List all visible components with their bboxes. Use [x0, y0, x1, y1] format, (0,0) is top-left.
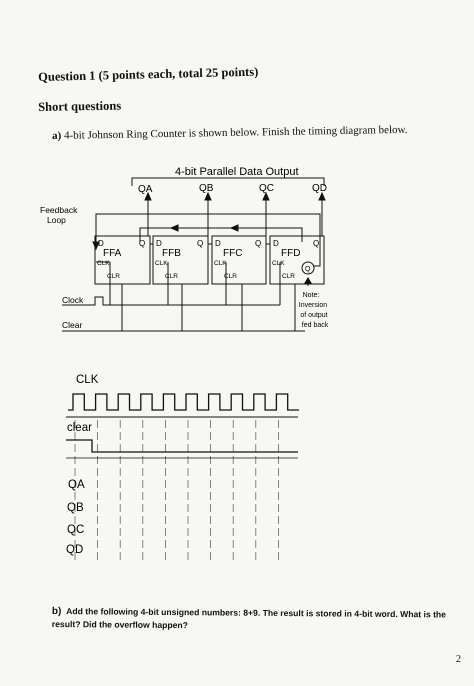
timing-grid — [74, 420, 279, 560]
qbar-label: Q — [305, 266, 311, 273]
ffb-box — [152, 235, 209, 285]
ffd-clr: CLR — [282, 273, 295, 280]
timing-qa-label: QA — [68, 479, 85, 491]
ffb-q: Q — [197, 239, 203, 248]
ffc-clk: CLK — [214, 260, 227, 267]
ffc-q: Q — [255, 239, 261, 248]
clock-label: Clock — [62, 295, 84, 305]
ffb-clr: CLR — [165, 273, 178, 280]
note-line-3: of output — [300, 312, 327, 319]
question-b-text: Add the following 4-bit unsigned numbers… — [51, 606, 447, 631]
ffa-clr: CLR — [107, 273, 120, 280]
timing-qd-label: QD — [66, 544, 83, 556]
clear-label: Clear — [62, 320, 82, 330]
output-title: 4-bit Parallel Data Output — [175, 166, 299, 178]
ffb-name: FFB — [162, 248, 181, 259]
ffc-name: FFC — [223, 248, 242, 259]
feedback-label-2: Loop — [47, 215, 66, 225]
ffd-q: Q — [313, 239, 319, 248]
ffd-d: D — [273, 239, 279, 248]
feedback-label-1: Feedback — [40, 205, 78, 215]
ffc-box — [211, 235, 267, 285]
ffd-name: FFD — [281, 248, 300, 259]
clock-pulse-icon — [90, 296, 108, 306]
ffc-d: D — [215, 239, 221, 248]
timing-clk-label: CLK — [76, 374, 99, 386]
question-b: b) Add the following 4-bit unsigned numb… — [52, 605, 462, 634]
timing-qc-label: QC — [67, 524, 84, 536]
output-qa: QA — [138, 184, 153, 195]
clk-waveform — [68, 393, 299, 411]
output-qc: QC — [259, 183, 274, 194]
ffc-clr: CLR — [224, 273, 237, 280]
output-qd: QD — [312, 183, 327, 194]
ffd-box — [269, 235, 325, 285]
note-line-4: fed back — [302, 322, 329, 329]
output-qb: QB — [199, 183, 214, 194]
ffa-d: D — [98, 239, 104, 248]
ffb-d: D — [156, 239, 162, 248]
ffa-clk: CLK — [97, 260, 110, 267]
ffd-clk: CLK — [272, 260, 285, 267]
clear-waveform — [66, 439, 298, 453]
note-line-1: Note: — [303, 292, 320, 299]
timing-qb-label: QB — [67, 502, 84, 514]
timing-clear-label: clear — [67, 422, 92, 434]
ffb-clk: CLK — [155, 260, 168, 267]
ffa-name: FFA — [103, 248, 122, 259]
output-bracket — [131, 177, 325, 186]
page-number: 2 — [456, 654, 461, 665]
note-line-2: Inversion — [299, 302, 328, 309]
qbar-bubble — [301, 261, 315, 275]
question-b-letter: b) — [51, 605, 62, 618]
inversion-note: Note: Inversion of output fed back — [299, 292, 329, 329]
ffa-q: Q — [139, 239, 145, 248]
